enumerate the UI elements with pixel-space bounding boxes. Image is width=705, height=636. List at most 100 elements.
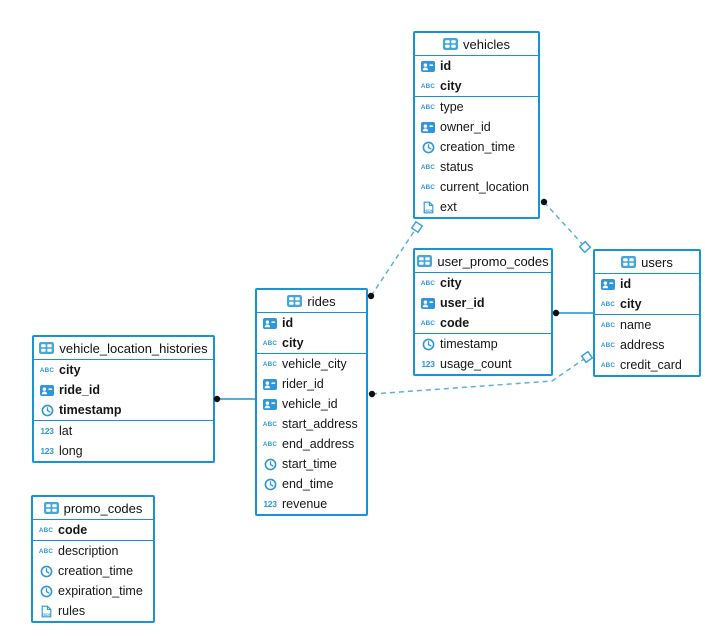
timestamp-icon	[422, 141, 434, 153]
table-header-vehicle_location_histories[interactable]: vehicle_location_histories	[34, 337, 213, 360]
field-row-creation_time[interactable]: creation_time	[415, 137, 538, 157]
field-row-user_id[interactable]: user_id	[415, 293, 551, 313]
field-row-timestamp[interactable]: timestamp	[415, 334, 551, 354]
field-row-start_time[interactable]: start_time	[257, 454, 366, 474]
field-row-type[interactable]: ABC type	[415, 97, 538, 117]
field-type-cell	[420, 121, 436, 133]
table-header-user_promo_codes[interactable]: user_promo_codes	[415, 250, 551, 273]
uuid-icon	[601, 278, 615, 290]
field-row-id[interactable]: id	[595, 274, 699, 294]
relationship-diamond	[580, 350, 594, 364]
field-name: revenue	[282, 497, 328, 511]
field-type-cell: JSON	[420, 201, 436, 214]
field-row-timestamp[interactable]: timestamp	[34, 400, 213, 420]
string-icon: ABC	[420, 279, 436, 287]
relationship-line-rides-vehicles[interactable]	[370, 226, 418, 297]
field-row-id[interactable]: id	[415, 56, 538, 76]
field-name: vehicle_city	[282, 357, 347, 371]
field-name: ext	[440, 200, 457, 214]
field-type-cell	[262, 378, 278, 390]
field-name: usage_count	[440, 357, 512, 371]
field-name: id	[440, 59, 452, 73]
field-type-cell	[262, 458, 278, 471]
field-row-expiration_time[interactable]: expiration_time	[33, 581, 153, 601]
uuid-icon	[263, 398, 277, 410]
table-header-promo_codes[interactable]: promo_codes	[33, 497, 153, 520]
field-row-ride_id[interactable]: ride_id	[34, 380, 213, 400]
timestamp-icon	[41, 404, 53, 416]
timestamp-icon	[40, 565, 52, 577]
field-name: lat	[59, 424, 73, 438]
field-name: type	[440, 100, 464, 114]
relationship-line-vehicles-users[interactable]	[543, 201, 586, 248]
field-name: status	[440, 160, 474, 174]
field-row-usage_count[interactable]: 123 usage_count	[415, 354, 551, 374]
relationship-dot	[540, 198, 548, 206]
table-icon	[43, 502, 59, 514]
field-type-cell	[39, 404, 55, 417]
field-row-vehicle_id[interactable]: vehicle_id	[257, 394, 366, 414]
string-icon: ABC	[420, 183, 436, 191]
field-name: id	[620, 277, 632, 291]
uuid-icon	[421, 297, 435, 309]
table-icon	[621, 256, 637, 268]
string-icon: ABC	[600, 300, 616, 308]
timestamp-icon	[264, 478, 276, 490]
field-row-owner_id[interactable]: owner_id	[415, 117, 538, 137]
json-icon: JSON	[41, 605, 51, 617]
table-header-users[interactable]: users	[595, 251, 699, 274]
uuid-icon	[263, 378, 277, 390]
field-name: creation_time	[58, 564, 134, 578]
table-icon	[417, 255, 433, 267]
field-row-end_time[interactable]: end_time	[257, 474, 366, 494]
table-title: user_promo_codes	[437, 253, 549, 269]
string-icon: ABC	[262, 339, 278, 347]
table-header-vehicles[interactable]: vehicles	[415, 33, 538, 56]
field-type-cell	[39, 384, 55, 396]
table-header-rides[interactable]: rides	[257, 290, 366, 313]
timestamp-icon	[264, 458, 276, 470]
field-row-ext[interactable]: JSON ext	[415, 197, 538, 217]
string-icon: ABC	[600, 341, 616, 349]
field-row-creation_time[interactable]: creation_time	[33, 561, 153, 581]
field-type-cell: ABC	[420, 280, 436, 287]
field-type-cell: ABC	[420, 104, 436, 111]
field-row-id[interactable]: id	[257, 313, 366, 333]
json-icon: JSON	[423, 201, 433, 213]
field-type-cell: 123	[420, 359, 436, 369]
field-type-cell: ABC	[38, 548, 54, 555]
field-name: timestamp	[440, 337, 498, 351]
field-row-rider_id[interactable]: rider_id	[257, 374, 366, 394]
field-name: creation_time	[440, 140, 516, 154]
